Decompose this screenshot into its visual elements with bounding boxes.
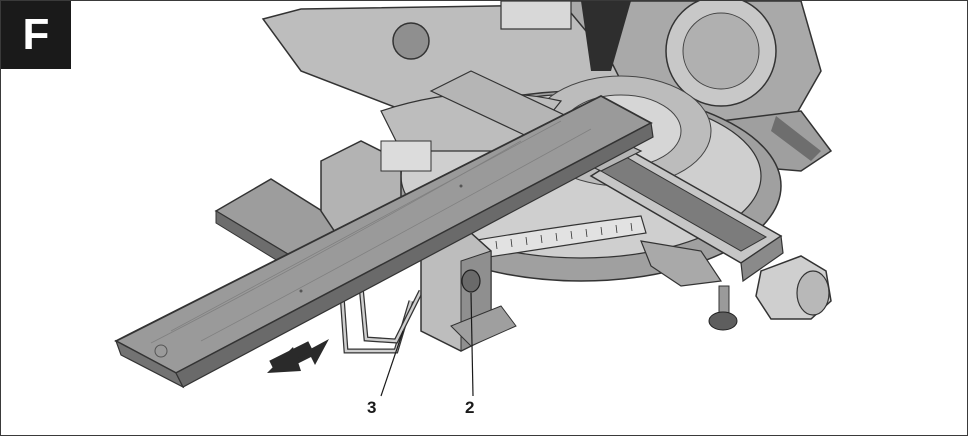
leader-line-3 bbox=[380, 330, 404, 397]
workpiece-stop-bracket bbox=[338, 280, 424, 354]
callout-number-2: 2 bbox=[465, 398, 475, 417]
miter-scale bbox=[470, 215, 647, 260]
figure-label-badge: F bbox=[1, 1, 71, 69]
clamp-block bbox=[420, 232, 517, 352]
locking-knob bbox=[461, 269, 481, 293]
callout-number-3: 3 bbox=[367, 398, 377, 417]
arrow-left-down-icon bbox=[267, 339, 329, 373]
wood-board bbox=[114, 94, 654, 389]
leader-line-2 bbox=[470, 292, 474, 397]
figure-label: F bbox=[22, 10, 50, 59]
handle bbox=[640, 240, 832, 331]
